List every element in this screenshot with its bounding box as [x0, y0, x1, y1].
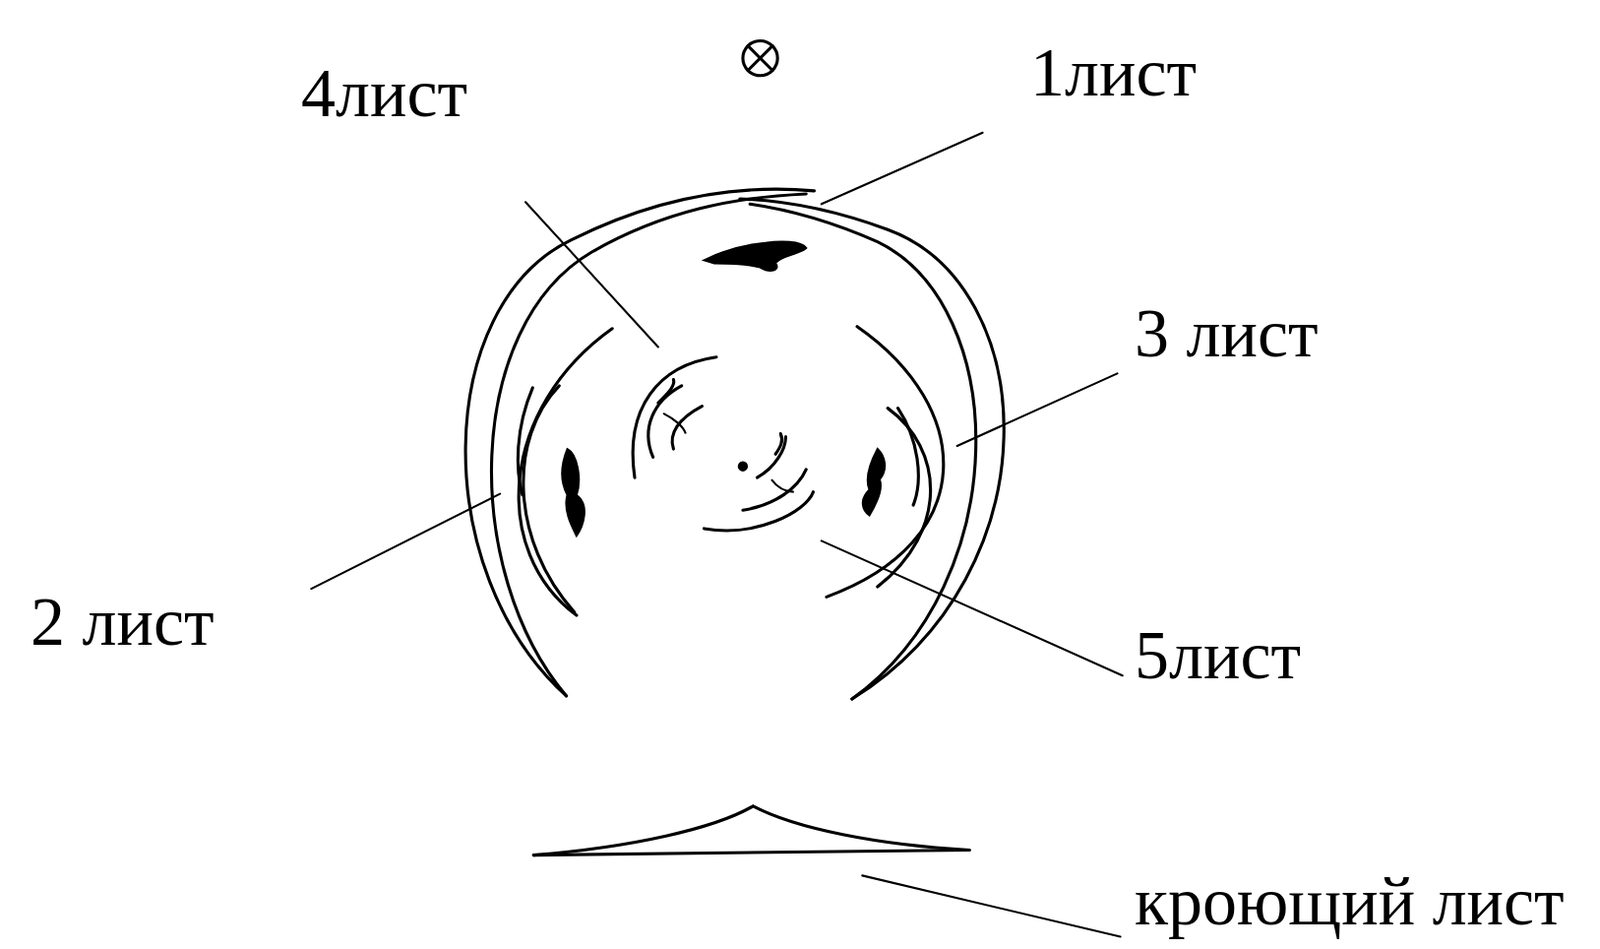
part-label: 1лист: [1030, 38, 1197, 108]
vascular-bundles: [561, 242, 885, 537]
part-label: 4лист: [301, 59, 468, 128]
part-label: 2 лист: [30, 587, 215, 657]
part-label: 5лист: [1134, 620, 1301, 690]
leaf-one: [465, 188, 1004, 699]
leaf-three: [826, 326, 944, 598]
part-label: 3 лист: [1134, 299, 1319, 369]
covering-leaf: [533, 805, 970, 856]
leaf-five: [704, 433, 814, 531]
leaf-four: [632, 357, 717, 478]
axis-symbol: [742, 40, 778, 75]
part-label: кроющий лист: [1134, 866, 1565, 936]
leaf-two: [517, 328, 613, 616]
leader-lines: [310, 132, 1122, 937]
